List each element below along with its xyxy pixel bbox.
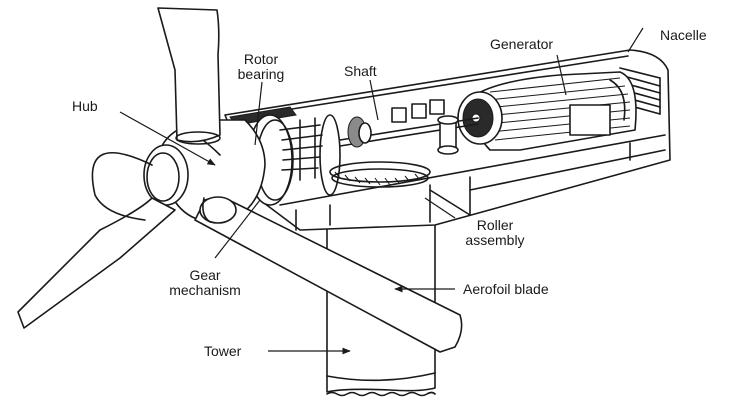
generator-line bbox=[556, 54, 567, 96]
label-roller-assembly-line2: assembly bbox=[465, 232, 525, 248]
label-roller-assembly: Roller assembly bbox=[450, 218, 540, 248]
label-gear-mechanism-line1: Gear bbox=[189, 267, 221, 283]
label-rotor-bearing-line2: bearing bbox=[237, 66, 285, 82]
shaft-line bbox=[369, 79, 379, 121]
label-shaft: Shaft bbox=[344, 63, 377, 79]
label-rotor-bearing-line1: Rotor bbox=[243, 51, 279, 67]
hub-arrow bbox=[119, 111, 216, 166]
label-hub: Hub bbox=[72, 98, 98, 114]
rotor-bearing-line bbox=[254, 81, 263, 146]
shaft-assembly bbox=[329, 99, 479, 188]
label-nacelle: Nacelle bbox=[660, 27, 707, 43]
gear-line bbox=[214, 199, 261, 259]
blades bbox=[17, 7, 463, 353]
label-rotor-bearing: Rotor bearing bbox=[228, 52, 294, 82]
nacelle-line bbox=[627, 27, 644, 53]
label-gear-mechanism: Gear mechanism bbox=[150, 268, 260, 298]
label-gear-mechanism-line2: mechanism bbox=[169, 282, 241, 298]
roller-line bbox=[424, 197, 456, 219]
label-tower: Tower bbox=[204, 343, 242, 359]
label-aerofoil-blade: Aerofoil blade bbox=[463, 281, 549, 297]
label-generator: Generator bbox=[490, 36, 554, 52]
blade-top bbox=[157, 7, 221, 143]
blade-left bbox=[17, 197, 176, 329]
leader-lines bbox=[119, 27, 644, 355]
label-roller-assembly-line1: Roller bbox=[476, 217, 514, 233]
